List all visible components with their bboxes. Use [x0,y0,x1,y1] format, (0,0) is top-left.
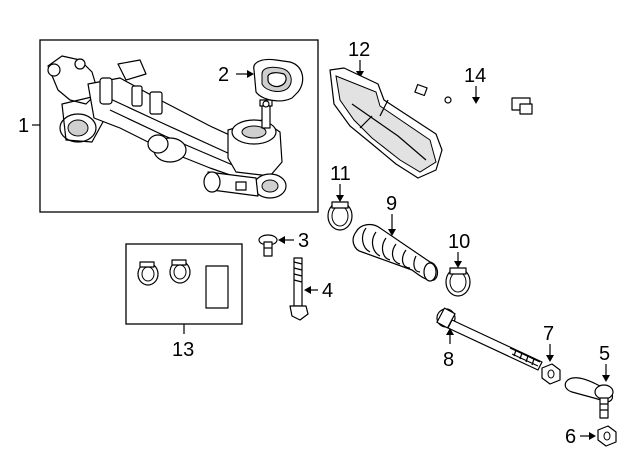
callout-4: 4 [322,280,333,302]
steering-rack-assembly-icon [47,55,287,199]
callout-3: 3 [298,230,309,252]
arrow-5 [602,375,610,382]
pressure-line-group: 14 [414,65,533,134]
callout-2: 2 [218,64,229,86]
callout-10: 10 [448,231,470,253]
callout-12: 12 [348,39,370,61]
callout-6: 6 [565,426,576,448]
bolt-4-group: 4 [289,257,333,321]
arrow-7 [546,355,554,362]
outer-tie-rod-group: 5 [564,343,614,419]
callout-7: 7 [543,323,554,345]
arrow-6 [589,432,596,440]
arrow-2 [247,70,254,78]
hex-nut-icon [541,363,561,385]
steering-gear-group: 1 [18,39,319,213]
arrow-12 [356,71,364,78]
tie-rod-group: 8 [436,307,543,371]
arrow-3 [278,236,285,244]
clamp-10-group: 10 [445,231,471,297]
heat-shield-group: 12 [329,39,443,179]
tie-rod-icon [564,377,614,419]
arrow-9 [388,229,396,236]
arrow-14 [472,97,480,104]
arrow-8 [446,328,454,335]
hose-clamp-icon [327,201,353,231]
bellows-boot-icon [352,223,439,282]
arrow-10 [454,261,462,268]
steering-gear-box [39,39,319,213]
callout-1: 1 [18,115,29,137]
callout-14: 14 [464,65,486,87]
callout-8: 8 [443,349,454,371]
nut-7-group: 7 [541,323,561,385]
bolt-icon [258,234,278,257]
heat-shield-icon [329,67,443,179]
nut-6-group: 6 [565,425,617,448]
bellows-boot-icon [205,265,229,309]
bolt-icon [289,257,309,321]
pressure-line-icon [414,83,533,134]
callout-9: 9 [386,193,397,215]
kit-13-group: 13 [125,243,243,361]
callout-11: 11 [330,163,351,185]
boot-group: 9 [352,193,439,282]
hose-clamp-icon [169,259,191,284]
arrow-4 [304,286,311,294]
bolt-3-group: 3 [258,230,309,257]
hex-nut-icon [597,425,617,447]
hose-clamp-icon [445,267,471,297]
hose-clamp-icon [137,261,159,286]
arrow-11 [336,195,344,202]
callout-5: 5 [599,343,610,365]
clamp-11-group: 11 [327,163,353,231]
tie-rod-icon [436,307,543,371]
callout-13: 13 [172,339,194,361]
dust-seal-icon [253,58,304,102]
